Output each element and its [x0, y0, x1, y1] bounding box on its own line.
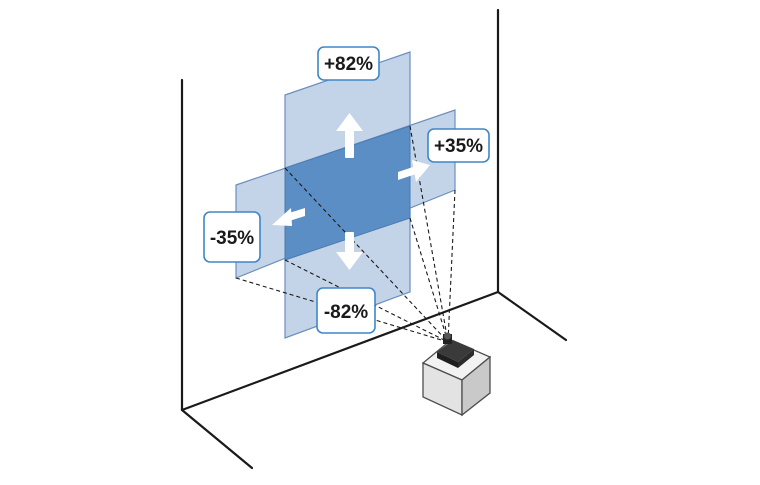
projection-line-lower-left [235, 277, 449, 343]
label-right-text: +35% [434, 136, 483, 157]
label-right: +35% [427, 128, 490, 163]
floor-right-line [496, 290, 568, 342]
arrow-down-icon [336, 232, 363, 270]
label-down-text: -82% [324, 302, 368, 323]
arrow-right-icon [398, 160, 430, 182]
arrow-left-icon [272, 208, 305, 226]
room-outline [180, 8, 568, 470]
label-up: +82% [317, 46, 380, 81]
floor-left-line [180, 408, 254, 470]
stand-right [461, 355, 491, 417]
projection-line-right [447, 189, 456, 343]
shift-arrows [272, 113, 430, 270]
projection-line-top-left [284, 167, 449, 343]
projection-line-bottom-right [409, 217, 449, 343]
label-left: -35% [203, 211, 261, 263]
label-up-text: +82% [324, 54, 373, 75]
label-down: -82% [316, 287, 376, 334]
projector-icon [421, 332, 492, 417]
shift-panels [235, 51, 456, 339]
floor-wall-line [180, 290, 500, 412]
label-left-text: -35% [210, 228, 254, 249]
arrow-up-icon [336, 113, 363, 158]
